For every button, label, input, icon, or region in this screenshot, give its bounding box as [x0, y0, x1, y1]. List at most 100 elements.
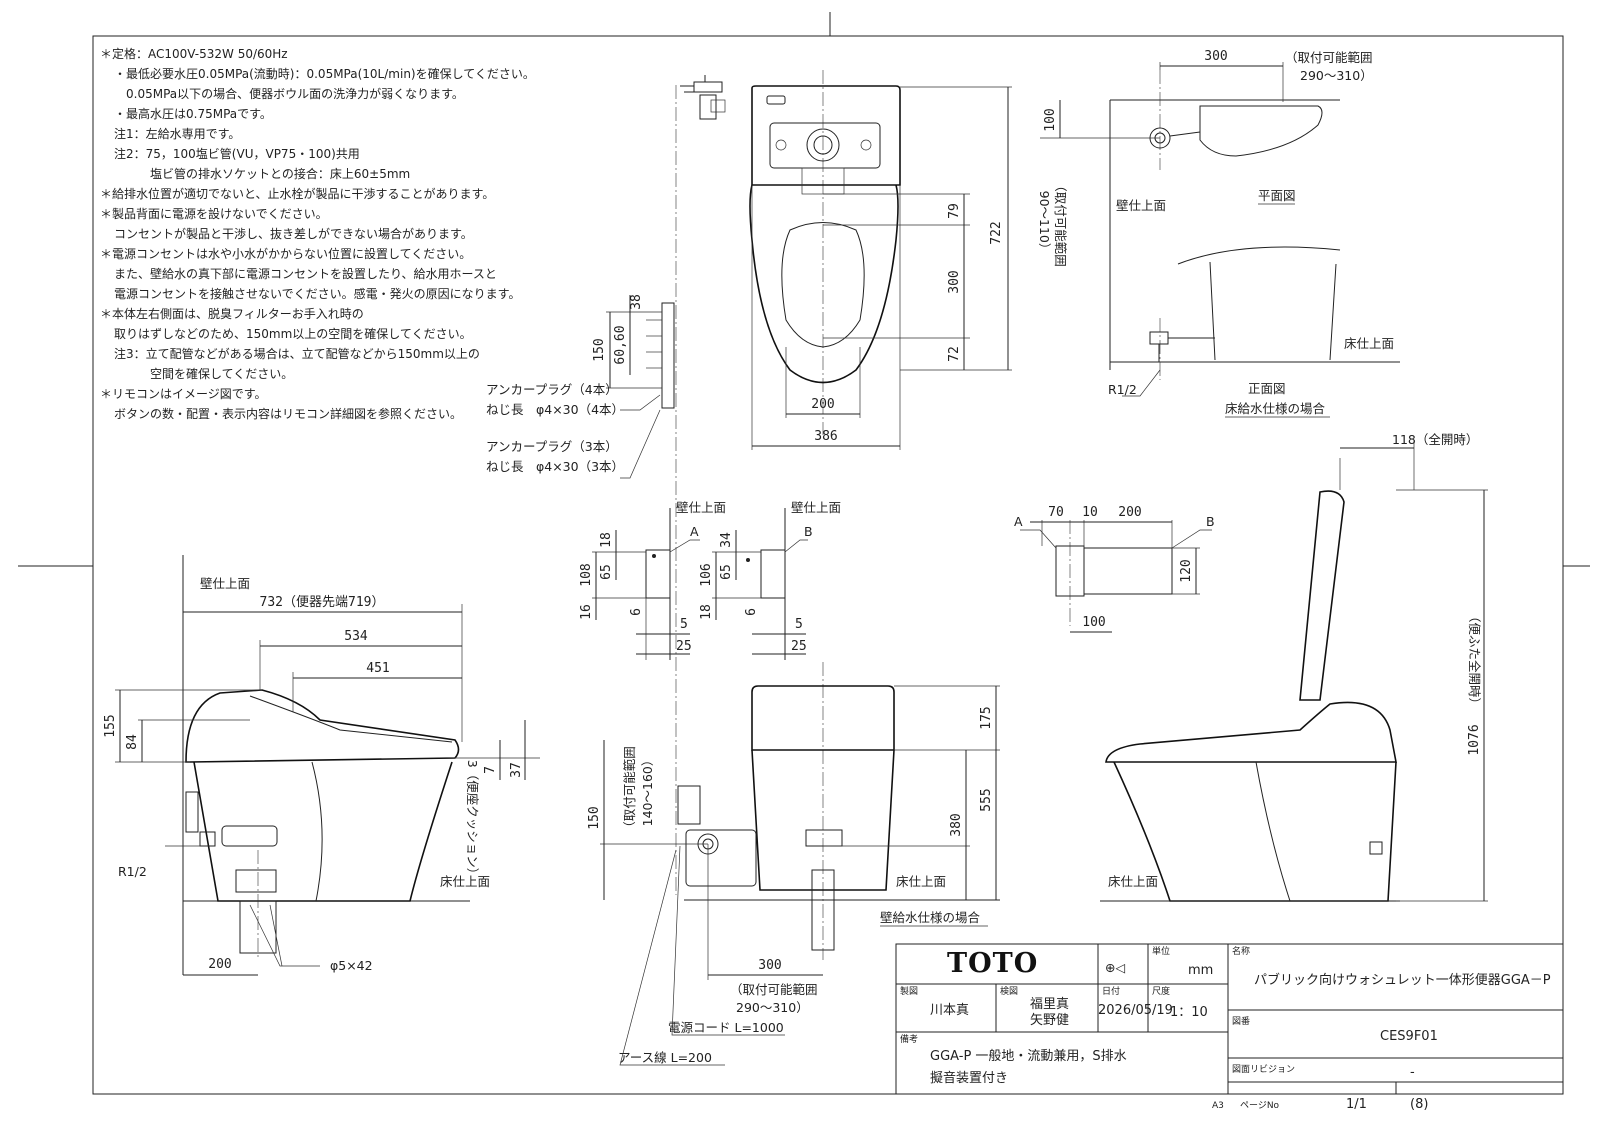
dim-65: 65: [599, 564, 614, 580]
floor-surface-label-side: 床仕上面: [440, 874, 490, 889]
name-label: 名称: [1232, 945, 1250, 957]
note-line: ・最高水圧は0.75MPaです。: [114, 106, 272, 121]
label-a-bracket: A: [690, 524, 699, 539]
mount-range-150-label: （取付可能範囲: [622, 746, 637, 834]
dim-150-front: 150: [587, 806, 602, 829]
label-b-bracket: B: [804, 524, 813, 539]
dim-6: 6: [629, 608, 644, 616]
remark-line-2: 擬音装置付き: [930, 1070, 1008, 1086]
scale-label: 尺度: [1152, 985, 1170, 997]
drawing-frame: [18, 12, 1590, 1095]
dim-plan-100: 100: [1043, 108, 1058, 131]
r12-label-top: R1/2: [1108, 382, 1137, 397]
dim-70: 70: [1048, 505, 1064, 520]
front-view-dimensions: 175 555 380 150 （取付可能範囲 140～160） 300 （取付…: [587, 685, 1000, 1066]
note-line: また、壁給水の真下部に電源コンセントを設置したり、給水用ホースと: [114, 266, 497, 281]
dim-380: 380: [949, 813, 964, 836]
dim-108: 108: [579, 563, 594, 586]
revision-label: 図面リビジョン: [1232, 1064, 1295, 1075]
scale-value: 1：10: [1170, 1005, 1208, 1020]
note-line: 注2：75，100塩ビ管(VU，VP75・100)共用: [114, 146, 360, 161]
dim-200: 200: [811, 397, 834, 412]
floor-surface-label-front: 床仕上面: [896, 874, 946, 889]
dim-60-60: 60,60: [613, 325, 628, 364]
wall-supply-case-label: 壁給水仕様の場合: [880, 910, 981, 925]
dim-200-side: 200: [208, 957, 231, 972]
revision-value: -: [1410, 1065, 1415, 1080]
side-view-dimensions: 732（便器先端719） 534 451 155 84 7 37 3（便座クッシ…: [103, 595, 540, 976]
note-line: ・最低必要水圧0.05MPa(流動時)：0.05MPa(10L/min)を確保し…: [114, 66, 535, 81]
dim-34: 34: [719, 532, 734, 548]
remark-line-1: GGA-P 一般地・流動兼用，S排水: [930, 1048, 1127, 1064]
dim-25: 25: [676, 639, 692, 654]
mount-range-v-values: 90～110）: [1037, 191, 1052, 256]
dim-300: 300: [947, 270, 962, 293]
drawing-no-label: 図番: [1232, 1015, 1250, 1027]
screw-4-label: ねじ長 φ4×30（4本）: [486, 402, 624, 417]
mount-range-front-values: 290～310）: [736, 1000, 809, 1015]
dim-79: 79: [947, 203, 962, 219]
note-line: ＊リモコンはイメージ図です。: [100, 387, 267, 401]
floor-surface-label-top: 床仕上面: [1344, 336, 1394, 351]
wall-surface-label-b: 壁仕上面: [791, 500, 841, 515]
wall-surface-label-side: 壁仕上面: [200, 576, 250, 591]
projection-symbol-icon: ⊕◁: [1105, 960, 1125, 975]
earth-wire-label: アース線 L=200: [618, 1050, 712, 1065]
note-line: ＊給排水位置が適切でないと、止水栓が製品に干渉することがあります。: [100, 186, 494, 201]
dim-65-b: 65: [719, 564, 734, 580]
dim-16: 16: [579, 604, 594, 620]
dim-18-b: 18: [699, 604, 714, 620]
note-line: 0.05MPa以下の場合、便器ボウル面の洗浄力が弱くなります。: [126, 86, 464, 101]
top-view-dimensions: 722 79 300 72 200 386 150 38 60,60 アンカープ…: [486, 86, 1012, 479]
mount-range-150-values: 140～160）: [640, 754, 655, 827]
checked-value-2: 矢野健: [1030, 1013, 1069, 1028]
toto-logo: TOTO: [947, 948, 1038, 979]
note-line: ＊本体左右側面は、脱臭フィルターお手入れ時の: [100, 306, 364, 321]
dim-732: 732（便器先端719）: [260, 595, 385, 610]
note-line: ボタンの数・配置・表示内容はリモコン詳細図を参照ください。: [114, 406, 462, 421]
dim-534: 534: [344, 629, 368, 644]
dim-1076: 1076: [1467, 724, 1482, 755]
anchor-4-label: アンカープラグ（4本）: [486, 382, 618, 397]
dim-722: 722: [989, 221, 1004, 244]
title-block: TOTO ⊕◁ 単位 mm 名称 パブリック向けウォシュレット一体形便器GGA－…: [895, 943, 1564, 1112]
product-name: パブリック向けウォシュレット一体形便器GGA－P: [1254, 972, 1551, 988]
dim-72: 72: [947, 346, 962, 362]
note-line: ＊電源コンセントは水や小水がかからない位置に設置してください。: [100, 246, 471, 261]
page-value: 1/1: [1346, 1097, 1367, 1112]
date-value: 2026/05/19: [1098, 1003, 1173, 1018]
dim-5: 5: [680, 617, 688, 632]
dim-300-front: 300: [758, 958, 781, 973]
remarks-label: 備考: [900, 1033, 918, 1045]
unit-value: mm: [1188, 963, 1213, 978]
dim-200-remote: 200: [1118, 505, 1141, 520]
plan-view-title: 平面図: [1258, 188, 1296, 203]
anchor-3-label: アンカープラグ（3本）: [486, 439, 618, 454]
floor-supply-case-label: 床給水仕様の場合: [1225, 401, 1326, 416]
dim-175: 175: [979, 706, 994, 729]
note-line: 塩ビ管の排水ソケットとの接合：床上60±5mm: [150, 166, 410, 181]
drawn-value: 川本真: [930, 1003, 969, 1018]
mount-range-h-label: （取付可能範囲: [1285, 50, 1373, 65]
mount-range-front-label: （取付可能範囲: [730, 982, 818, 997]
dim-25-b: 25: [791, 639, 807, 654]
r12-label-side: R1/2: [118, 864, 147, 879]
dim-100-remote: 100: [1082, 615, 1105, 630]
plan-view-floor-supply: 100 （取付可能範囲 90～110） 300 （取付可能範囲 290～310）…: [1037, 49, 1373, 370]
dim-150: 150: [592, 338, 607, 361]
note-line: 注1：左給水専用です。: [114, 126, 240, 141]
front-view-floor-supply: R1/2 床仕上面 正面図 床給水仕様の場合: [1108, 246, 1400, 418]
wall-surface-label: 壁仕上面: [1116, 198, 1166, 213]
dim-38: 38: [629, 294, 644, 310]
note-line: ＊定格：AC100V-532W 50/60Hz: [100, 46, 288, 61]
label-b-remote: B: [1206, 514, 1215, 529]
dim-155: 155: [103, 714, 118, 737]
dim-plan-300: 300: [1204, 49, 1227, 64]
drawing-no-value: CES9F01: [1380, 1029, 1438, 1044]
general-notes: ＊定格：AC100V-532W 50/60Hz ・最低必要水圧0.05MPa(流…: [100, 46, 535, 421]
note-line: 電源コンセントを接触させないでください。感電・発火の原因になります。: [114, 286, 520, 301]
dim-10: 10: [1082, 505, 1098, 520]
front-view-title: 正面図: [1248, 381, 1286, 396]
seat-cushion-label: 3（便座クッション）: [465, 760, 480, 880]
screw-3-label: ねじ長 φ4×30（3本）: [486, 459, 624, 474]
